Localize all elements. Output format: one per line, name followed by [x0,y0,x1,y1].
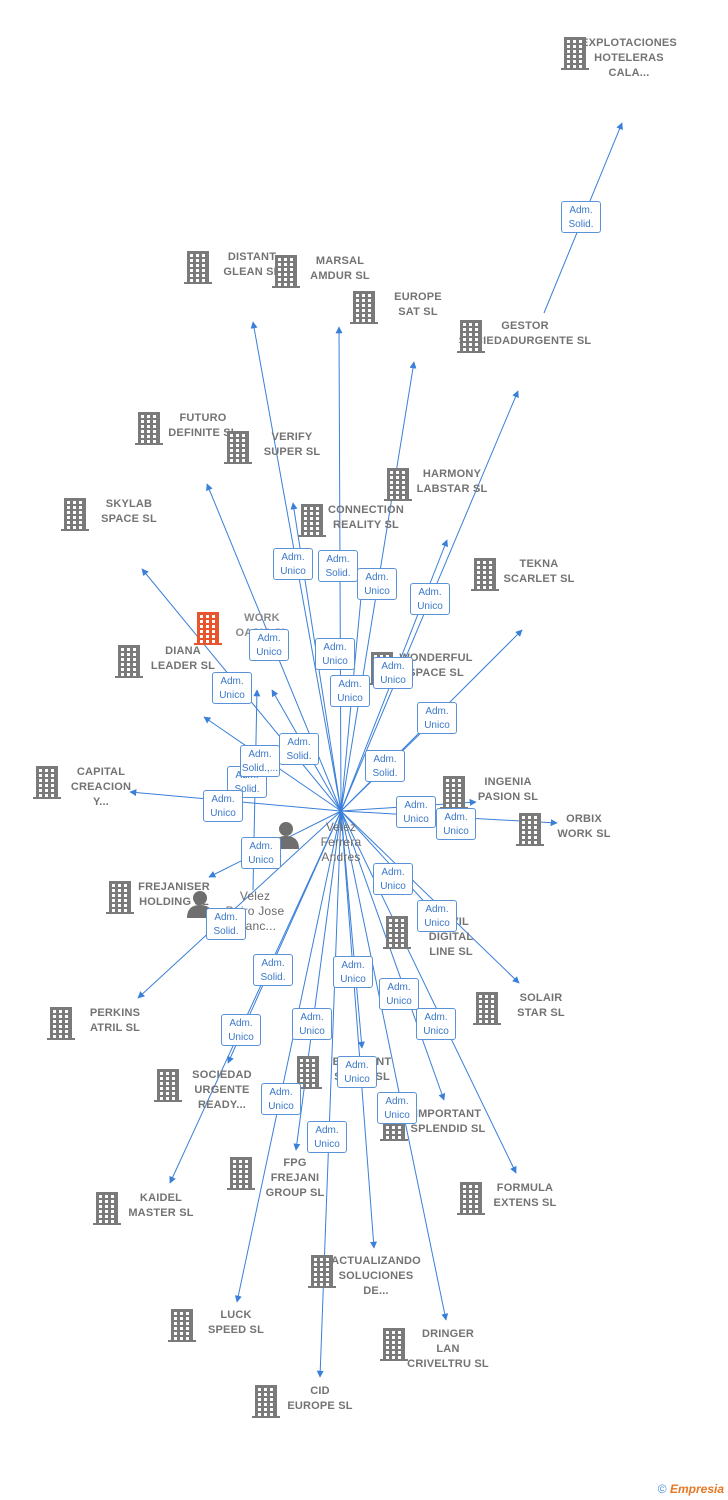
company-node[interactable]: CAPITAL CREACION Y... [31,765,171,810]
relation-label[interactable]: Adm. Solid. [206,908,246,940]
company-name: FORMULA EXTENS SL [493,1182,557,1209]
relation-label[interactable]: Adm. Unico [261,1083,301,1115]
relation-label[interactable]: Adm. Unico [357,568,397,600]
relation-label[interactable]: Adm. Solid. [561,201,601,233]
company-name: TEKNA SCARLET SL [503,558,575,585]
relation-label[interactable]: Adm. Solid. [253,954,293,986]
relation-label[interactable]: Adm. Solid. [318,550,358,582]
relation-label[interactable]: Adm. Unico [273,548,313,580]
company-name: DIANA LEADER SL [150,645,216,672]
relation-line [340,810,517,1174]
company-node[interactable]: FPG FREJANI GROUP SL [225,1156,365,1201]
company-name: GESTOR SOCIEDADURGENTE SL [458,320,592,347]
company-node[interactable]: PERKINS ATRIL SL [45,1006,185,1040]
relation-line [169,810,342,1184]
relation-line [340,810,365,1049]
company-name: KAIDEL MASTER SL [128,1192,194,1219]
company-name: CONNECTION REALITY SL [328,504,404,531]
company-name: MARSAL AMDUR SL [310,255,370,282]
company-node[interactable]: FORMULA EXTENS SL [455,1181,595,1215]
relation-label[interactable]: Adm. Unico [315,638,355,670]
relation-label[interactable]: Adm. Unico [292,1008,332,1040]
company-name: INGENIA PASION SL [477,776,539,803]
relation-line [137,810,342,999]
company-node[interactable]: DISTANT GLEAN SL [182,250,322,284]
company-node[interactable]: MARSAL AMDUR SL [270,254,410,288]
company-name: IMPORTANT SPLENDID SL [410,1108,486,1135]
relation-line [340,810,449,1321]
relation-label[interactable]: Adm. Unico [417,900,457,932]
relation-label[interactable]: Adm. Unico [373,657,413,689]
relation-label[interactable]: Adm. Unico [416,1008,456,1040]
credit[interactable]: © Empresia [658,1482,724,1496]
relation-label[interactable]: Adm. Unico [373,863,413,895]
relation-line [340,810,520,984]
company-node[interactable]: HARMONY LABSTAR SL [382,467,522,501]
company-name: WONDERFUL SPACE SL [399,652,473,679]
company-name: SKYLAB SPACE SL [101,498,157,525]
company-node[interactable]: SOLAIR STAR SL [471,991,611,1025]
company-node[interactable]: EXPLOTACIONES HOTELERAS CALA... [559,36,699,81]
relation-line [293,810,342,1151]
company-name: DISTANT GLEAN SL [223,251,281,278]
relation-label[interactable]: Adm. Unico [307,1121,347,1153]
company-node[interactable]: ACTUALIZANDO SOLUCIONES DE... [306,1254,446,1299]
company-name: HARMONY LABSTAR SL [416,468,488,495]
relation-label[interactable]: Adm. Solid. [279,733,319,765]
relation-label[interactable]: Adm. Unico [379,978,419,1010]
company-node[interactable]: SKYLAB SPACE SL [59,497,199,531]
relation-label[interactable]: Adm. Unico [249,629,289,661]
company-node[interactable]: DIANA LEADER SL [113,644,253,678]
company-name: EXPLOTACIONES HOTELERAS CALA... [581,37,677,79]
relation-label[interactable]: Adm. Unico [377,1092,417,1124]
company-node[interactable]: INGENIA PASION SL [438,775,578,809]
company-node[interactable]: VERIFY SUPER SL [222,430,362,464]
relation-label[interactable]: Adm. Unico [337,1056,377,1088]
company-name: DRINGER LAN CRIVELTRU SL [407,1328,489,1370]
relation-label[interactable]: Adm. Solid. [365,750,405,782]
company-name: FPG FREJANI GROUP SL [265,1157,325,1199]
company-name: LUCK SPEED SL [207,1309,264,1336]
company-name: EUROPE SAT SL [394,291,442,318]
relation-label[interactable]: Adm. Unico [330,675,370,707]
company-node[interactable]: KAIDEL MASTER SL [91,1191,231,1225]
company-node[interactable]: ORBIX WORK SL [514,812,654,846]
person-node[interactable]: Velez Ferrera Andres [271,820,411,865]
company-node[interactable]: DRINGER LAN CRIVELTRU SL [378,1327,518,1372]
relation-label[interactable]: Adm. Unico [221,1014,261,1046]
relation-label[interactable]: Adm. Unico [396,796,436,828]
company-node[interactable]: SOCIEDAD URGENTE READY... [152,1068,292,1113]
company-name: SOCIEDAD URGENTE READY... [192,1069,252,1111]
company-node[interactable]: TEKNA SCARLET SL [469,557,609,591]
relation-label[interactable]: Adm. Solid.,... [240,745,280,777]
company-name: CID EUROPE SL [287,1385,353,1412]
company-node[interactable]: LUCK SPEED SL [166,1308,306,1342]
company-name: PERKINS ATRIL SL [89,1007,141,1034]
company-node[interactable]: FUTURO DEFINITE SL [133,411,273,445]
company-node[interactable]: EUROPE SAT SL [348,290,488,324]
relation-label[interactable]: Adm. Unico [333,956,373,988]
company-name: CAPITAL CREACION Y... [70,766,132,808]
relation-label[interactable]: Adm. Unico [203,790,243,822]
person-name: Velez Ferrera Andres [320,820,362,864]
brand-name: Empresia [669,1482,724,1496]
company-node[interactable]: CID EUROPE SL [250,1384,390,1418]
relation-line [340,810,378,1249]
company-node[interactable]: FREJANISER HOLDING SL [104,880,244,914]
relation-label[interactable]: Adm. Unico [241,837,281,869]
company-name: VERIFY SUPER SL [263,431,321,458]
company-name: ACTUALIZANDO SOLUCIONES DE... [331,1255,421,1297]
company-name: SOLAIR STAR SL [517,992,565,1019]
relation-label[interactable]: Adm. Unico [436,808,476,840]
company-node[interactable]: GESTOR SOCIEDADURGENTE SL [455,319,595,353]
relation-label[interactable]: Adm. Unico [417,702,457,734]
relation-label[interactable]: Adm. Unico [410,583,450,615]
relation-label[interactable]: Adm. Unico [212,672,252,704]
copyright-symbol: © [657,1482,667,1496]
relation-line [234,810,342,1303]
company-node[interactable]: CONNECTION REALITY SL [296,503,436,537]
relation-line [340,810,446,1101]
company-name: ORBIX WORK SL [557,813,611,840]
